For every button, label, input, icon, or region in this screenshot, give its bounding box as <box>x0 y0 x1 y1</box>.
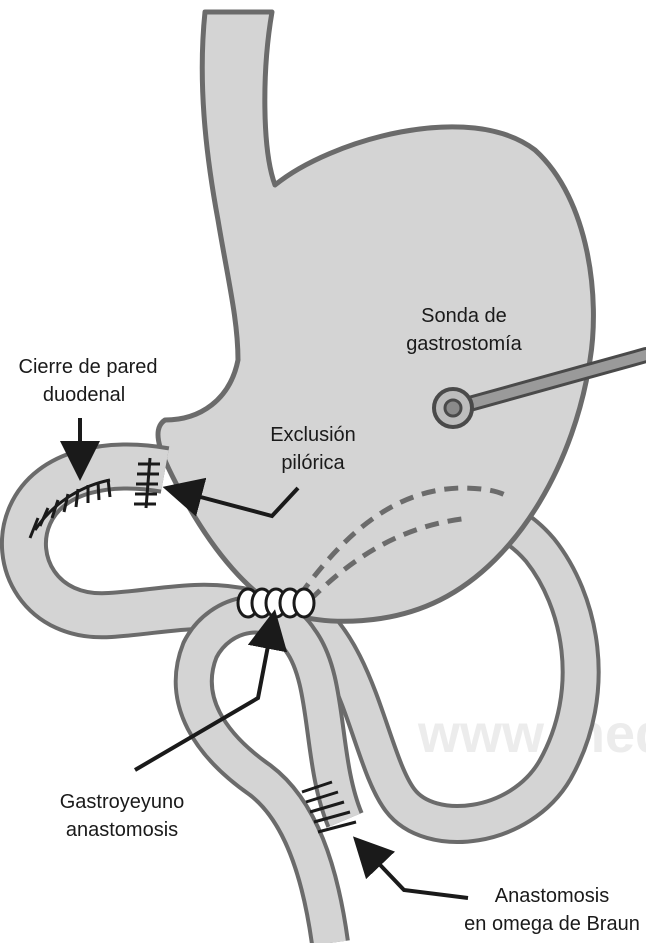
arrow-braun <box>364 848 468 898</box>
label-exclusion-line2: pilórica <box>281 452 345 474</box>
gastrojejunal-coils <box>238 589 314 617</box>
label-gastro-line2: anastomosis <box>66 819 178 841</box>
label-gastro: Gastroyeyuno anastomosis <box>60 791 185 841</box>
label-braun-line2: en omega de Braun <box>464 913 640 935</box>
label-gastro-line1: Gastroyeyuno <box>60 791 185 813</box>
label-exclusion-line1: Exclusión <box>270 424 356 446</box>
label-tube-line1: Sonda de <box>421 305 507 327</box>
label-closure-line1: Cierre de pared <box>19 356 158 378</box>
jejunal-loop <box>194 615 345 943</box>
label-braun: Anastomosis en omega de Braun <box>464 885 640 935</box>
watermark: www.med <box>417 704 646 764</box>
label-closure-line2: duodenal <box>43 384 125 406</box>
tube-port-inner <box>445 400 461 416</box>
label-braun-line1: Anastomosis <box>495 885 610 907</box>
label-tube-line2: gastrostomía <box>406 333 522 355</box>
label-closure: Cierre de pared duodenal <box>19 356 158 406</box>
watermark-text: www.med <box>417 704 646 764</box>
